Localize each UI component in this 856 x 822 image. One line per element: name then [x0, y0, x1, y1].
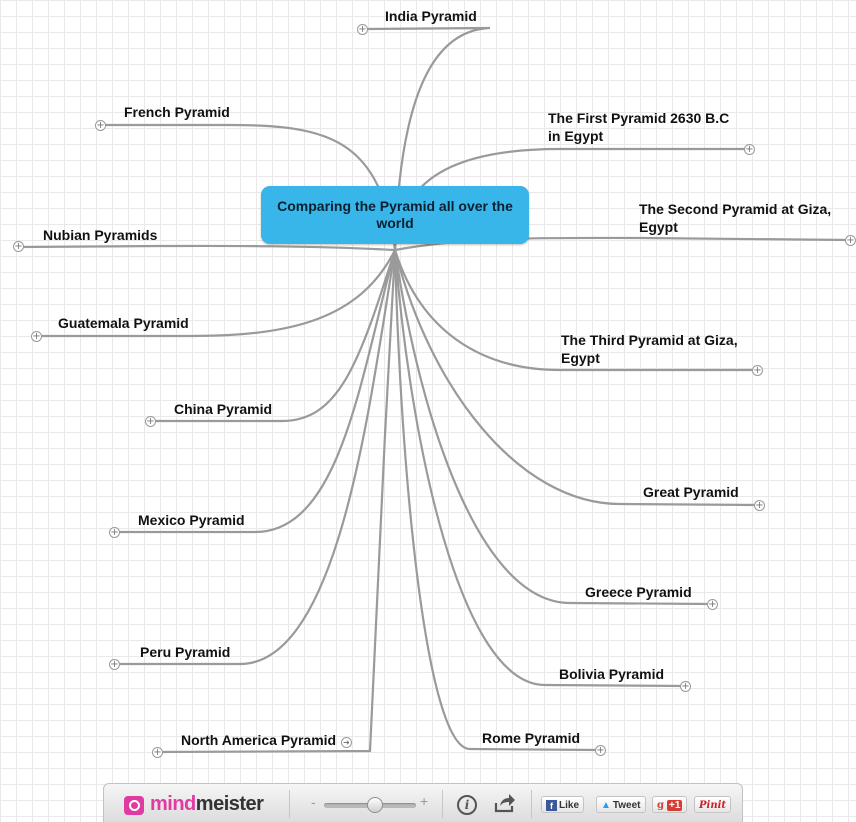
topic-french-pyramid[interactable]: French Pyramid [124, 104, 230, 120]
plus-circle-icon[interactable]: + [680, 681, 691, 692]
topic-mexico-pyramid[interactable]: Mexico Pyramid [138, 512, 245, 528]
plus-circle-icon[interactable]: + [744, 144, 755, 155]
topic-india-pyramid[interactable]: India Pyramid [385, 8, 477, 24]
topic-greece-pyramid[interactable]: Greece Pyramid [585, 584, 692, 600]
facebook-icon: f [546, 800, 557, 811]
info-icon[interactable]: i [457, 795, 477, 815]
plus-circle-icon[interactable]: + [754, 500, 765, 511]
google-plus-icon: g [657, 800, 664, 811]
central-topic[interactable]: Comparing the Pyramid all over the world [261, 186, 529, 244]
branch-china [148, 248, 397, 423]
branch-third [393, 248, 759, 372]
topic-guatemala-pyramid[interactable]: Guatemala Pyramid [58, 315, 189, 331]
toolbar-divider [442, 790, 443, 818]
branch-rome [393, 248, 602, 752]
central-topic-label: Comparing the Pyramid all over the world [277, 198, 513, 231]
arrow-circle-icon[interactable]: ➜ [341, 737, 352, 748]
zoom-out-button[interactable]: - [311, 794, 316, 810]
branch-greece [393, 248, 714, 606]
topic-bolivia-pyramid[interactable]: Bolivia Pyramid [559, 666, 665, 682]
branch-north-america [155, 248, 397, 754]
branch-peru [112, 248, 397, 666]
topic-first-pyramid-line1[interactable]: The First Pyramid 2630 B.C [548, 110, 730, 126]
toolbar-divider [531, 790, 532, 818]
topic-peru-pyramid[interactable]: Peru Pyramid [140, 644, 231, 660]
plus-circle-icon[interactable]: + [595, 745, 606, 756]
google-plus-button[interactable]: g+1 [652, 796, 688, 813]
twitter-bird-icon: ▲ [601, 800, 611, 811]
plus-circle-icon[interactable]: + [31, 331, 42, 342]
plus-circle-icon[interactable]: + [357, 24, 368, 35]
plus-circle-icon[interactable]: + [707, 599, 718, 610]
plus-circle-icon[interactable]: + [845, 235, 856, 246]
toolbar-divider [289, 790, 290, 818]
pinit-button[interactable]: Pinit [694, 796, 732, 813]
plus-circle-icon[interactable]: + [95, 120, 106, 131]
zoom-slider-handle[interactable] [366, 797, 383, 813]
branch-mexico [112, 248, 397, 534]
plus-circle-icon[interactable]: + [752, 365, 763, 376]
branch-nubian [16, 244, 397, 252]
topic-third-pyramid-line1[interactable]: The Third Pyramid at Giza, [561, 332, 738, 348]
zoom-in-button[interactable]: + [420, 793, 429, 809]
plus-circle-icon[interactable]: + [145, 416, 156, 427]
branch-great [393, 248, 761, 507]
plus-circle-icon[interactable]: + [152, 747, 163, 758]
topic-second-pyramid-line2[interactable]: Egypt [639, 219, 678, 235]
plus-circle-icon[interactable]: + [109, 527, 120, 538]
topic-great-pyramid[interactable]: Great Pyramid [643, 484, 739, 500]
share-icon[interactable] [494, 793, 516, 813]
mindmeister-logo[interactable]: mindmeister [150, 793, 264, 815]
branch-guatemala [34, 248, 397, 338]
topic-china-pyramid[interactable]: China Pyramid [174, 401, 273, 417]
plus-circle-icon[interactable]: + [13, 241, 24, 252]
branch-bolivia [393, 248, 687, 688]
topic-rome-pyramid[interactable]: Rome Pyramid [482, 730, 581, 746]
topic-third-pyramid-line2[interactable]: Egypt [561, 350, 600, 366]
topic-nubian-pyramids[interactable]: Nubian Pyramids [43, 227, 158, 243]
topic-north-america-pyramid[interactable]: North America Pyramid [181, 732, 337, 748]
mindmeister-logo-icon [124, 796, 144, 815]
topic-second-pyramid-line1[interactable]: The Second Pyramid at Giza, [639, 201, 832, 217]
topic-first-pyramid-line2[interactable]: in Egypt [548, 128, 604, 144]
tweet-button[interactable]: ▲Tweet [596, 796, 646, 813]
plus-circle-icon[interactable]: + [109, 659, 120, 670]
